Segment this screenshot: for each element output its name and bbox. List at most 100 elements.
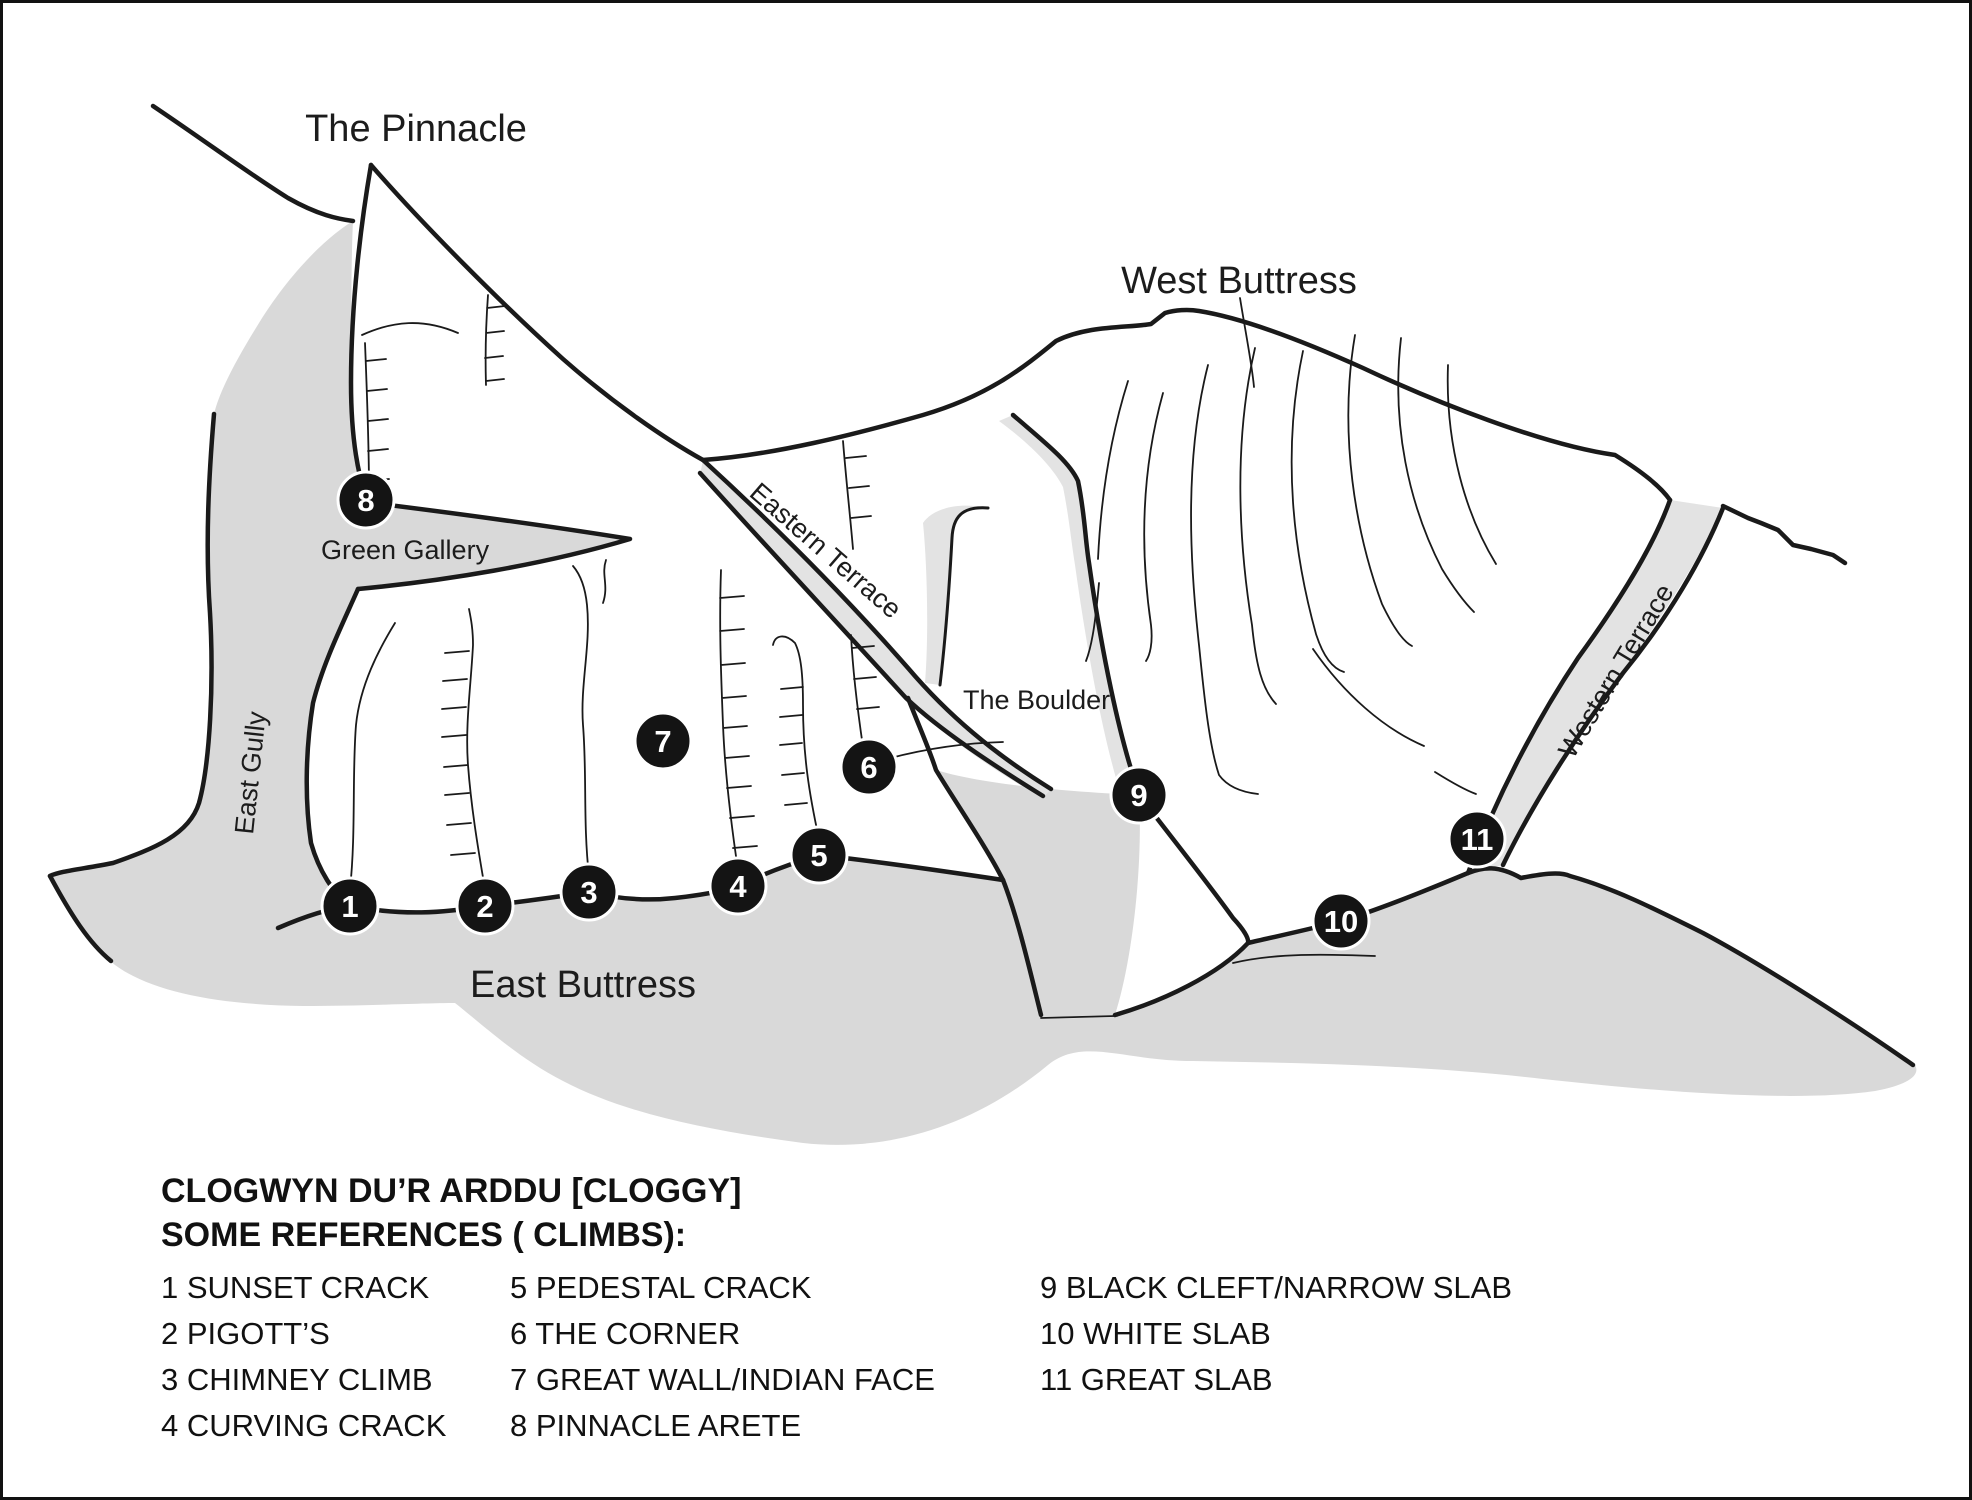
upper-wall-hatch-crack [842, 440, 872, 550]
cloggy-topo-diagram: The Pinnacle West Buttress East Buttress… [47, 103, 1917, 1443]
slab-line-7 [1397, 337, 1475, 613]
legend-item-11: 11 GREAT SLAB [1040, 1362, 1273, 1397]
legend-item-8: 8 PINNACLE ARETE [510, 1408, 801, 1443]
marker-number: 6 [860, 750, 877, 785]
scree-and-east-gully-shape [50, 221, 1917, 1145]
route-marker-4: 4 [708, 856, 768, 916]
ridge-right-jagged [1720, 503, 1848, 566]
crack-pedestal [772, 635, 820, 840]
label-the-boulder: The Boulder [963, 685, 1110, 715]
pinnacle-arete-crack [364, 342, 390, 491]
crack-and-slab-detail-lines [349, 294, 1497, 964]
route-marker-10: 10 [1311, 891, 1371, 951]
legend-subtitle: SOME REFERENCES ( CLIMBS): [161, 1216, 686, 1254]
label-east-buttress: East Buttress [470, 964, 696, 1006]
marker-number: 11 [1461, 822, 1494, 857]
slab-line-12 [1085, 582, 1100, 662]
slab-line-2 [1143, 392, 1164, 662]
route-marker-8: 8 [336, 470, 396, 530]
marker-number: 4 [729, 869, 747, 904]
hook-gully-line [938, 506, 990, 687]
marker-number: 9 [1130, 778, 1147, 813]
slab-line-1 [1097, 380, 1129, 560]
marker-number: 5 [810, 838, 827, 873]
hook-gully-strip-shape [923, 505, 988, 685]
marker-number: 2 [476, 889, 493, 924]
route-marker-9: 9 [1109, 765, 1169, 825]
boulder-left-edge [1010, 412, 1142, 796]
slab-line-3 [1190, 364, 1259, 795]
marker-circle [633, 711, 693, 771]
scree-top-right-edge [1465, 866, 1916, 1068]
eastern-terrace-upper-edge [700, 457, 1054, 792]
route-marker-5: 5 [789, 825, 849, 885]
marker-circle [839, 737, 899, 797]
legend-item-4: 4 CURVING CRACK [161, 1408, 447, 1443]
scree-inner-thin-line [1040, 1015, 1116, 1019]
label-green-gallery: Green Gallery [321, 535, 490, 565]
west-buttress-ridge [700, 307, 1673, 503]
slab-line-5 [1290, 350, 1345, 673]
slab-line-8 [1446, 364, 1497, 565]
west-buttress-base-line [1112, 792, 1251, 1018]
route-marker-7: 7 [633, 711, 693, 771]
western-terrace-right-edge [1500, 505, 1726, 868]
marker-circle [1447, 809, 1507, 869]
marker-number: 8 [357, 483, 374, 518]
marker-circle [455, 876, 515, 936]
pinnacle-right-edge [368, 162, 706, 463]
scree-left-outline [47, 873, 114, 964]
label-the-pinnacle: The Pinnacle [305, 108, 527, 150]
pinnacle-top-wiggle [361, 322, 459, 336]
marker-circle [1109, 765, 1169, 825]
route-marker-2: 2 [455, 876, 515, 936]
marker-circle [320, 876, 380, 936]
east-gully-left-edge [47, 411, 217, 879]
east-buttress-left-edge [304, 586, 361, 909]
terrain-gray-shapes [50, 221, 1917, 1145]
marker-circle [1311, 891, 1371, 951]
slab-line-10 [1312, 648, 1425, 747]
eastern-terrace-shape [700, 460, 1051, 798]
east-buttress-right-edge [905, 695, 1044, 1018]
marker-number: 1 [341, 889, 358, 924]
green-gallery-edges [355, 500, 633, 592]
legend-item-2: 2 PIGOTT’S [161, 1316, 330, 1351]
legend-item-9: 9 BLACK CLEFT/NARROW SLAB [1040, 1270, 1512, 1305]
route-marker-11: 11 [1447, 809, 1507, 869]
west-buttress-foot-shape [1115, 795, 1249, 1015]
pinnacle-left-edge [348, 162, 374, 503]
crack-chimney [572, 565, 590, 877]
marker-circle [336, 470, 396, 530]
label-west-buttress: West Buttress [1121, 260, 1357, 302]
route-markers: 1 2 3 4 5 6 7 8 [320, 470, 1507, 951]
slab-line-6 [1347, 334, 1413, 647]
legend-item-6: 6 THE CORNER [510, 1316, 740, 1351]
marker-number: 3 [580, 875, 597, 910]
scree-line-below-10 [1232, 953, 1376, 964]
slab-line-9 [1239, 297, 1255, 388]
boulder-gully-strip-shape [999, 415, 1139, 795]
legend: CLOGWYN DU’R ARDDU [CLOGGY] SOME REFEREN… [161, 1172, 1512, 1443]
legend-item-10: 10 WHITE SLAB [1040, 1316, 1271, 1351]
route-marker-6: 6 [839, 737, 899, 797]
crack-curving [719, 569, 758, 871]
western-terrace-shape [1468, 500, 1723, 873]
slab-line-11 [1434, 771, 1477, 795]
between-buttress-gully-shape [936, 770, 1141, 1017]
route-marker-1: 1 [320, 876, 380, 936]
eastern-terrace-lower-edge [697, 470, 1046, 799]
legend-title: CLOGWYN DU’R ARDDU [CLOGGY] [161, 1172, 741, 1210]
legend-item-1: 1 SUNSET CRACK [161, 1270, 429, 1305]
western-terrace-left-edge [1465, 497, 1673, 876]
marker-number: 7 [654, 724, 671, 759]
legend-item-7: 7 GREAT WALL/INDIAN FACE [510, 1362, 935, 1397]
pinnacle-right-crack [484, 294, 506, 386]
legend-item-5: 5 PEDESTAL CRACK [510, 1270, 812, 1305]
marker-circle [789, 825, 849, 885]
slab-line-4 [1239, 347, 1277, 705]
legend-item-3: 3 CHIMNEY CLIMB [161, 1362, 433, 1397]
marker-number: 10 [1324, 904, 1358, 939]
marker-circle [708, 856, 768, 916]
